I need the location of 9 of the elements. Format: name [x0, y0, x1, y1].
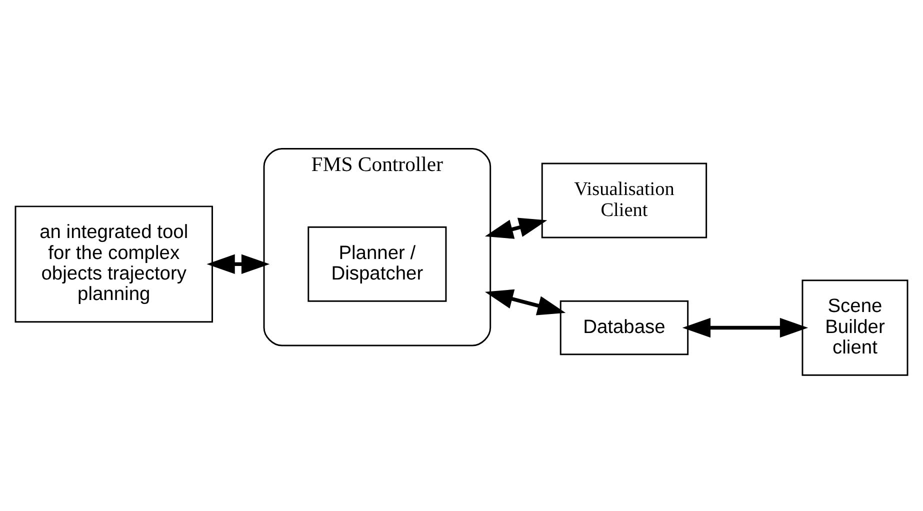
- node-box: Visualisation Client: [541, 162, 708, 238]
- node-box: Database: [560, 300, 689, 355]
- arrow: [484, 288, 566, 315]
- arrow: [206, 254, 270, 274]
- arrow: [682, 317, 808, 338]
- node-box: Planner / Dispatcher: [308, 226, 447, 302]
- node-box: Scene Builder client: [802, 279, 908, 376]
- node-box: an integrated tool for the complex objects trajectory planning: [14, 205, 213, 322]
- arrow: [484, 217, 548, 238]
